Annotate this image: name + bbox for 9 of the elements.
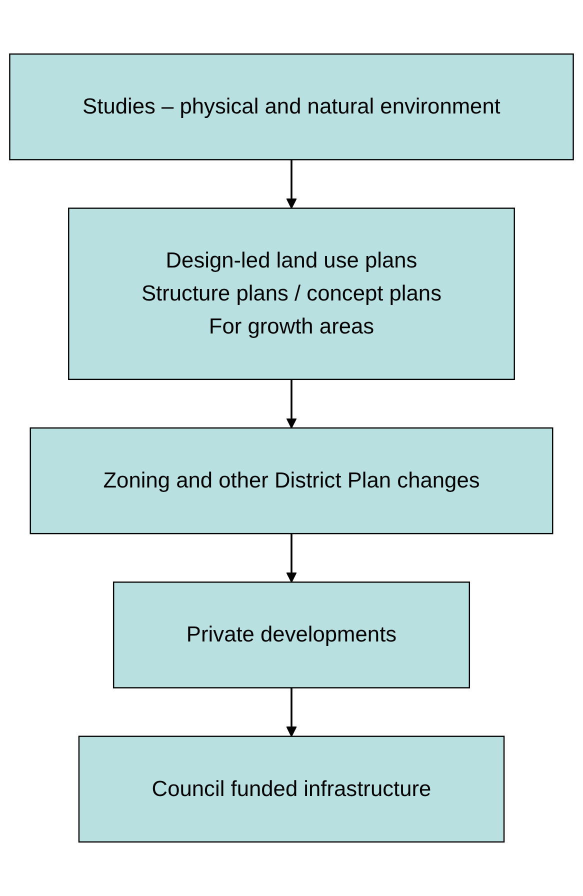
arrow [286,160,297,209]
arrow [286,379,297,428]
arrow [286,688,297,737]
node-box: Private developments [112,582,470,688]
node-box: Studies – physical and natural environment [9,53,574,160]
node-box: Zoning and other District Plan changes [30,427,554,534]
node-box: Design-led land use plans Structure plans / concept plans For growth areas [68,208,515,380]
node-box: Council funded infrastructure [78,736,505,843]
arrow [286,534,297,583]
